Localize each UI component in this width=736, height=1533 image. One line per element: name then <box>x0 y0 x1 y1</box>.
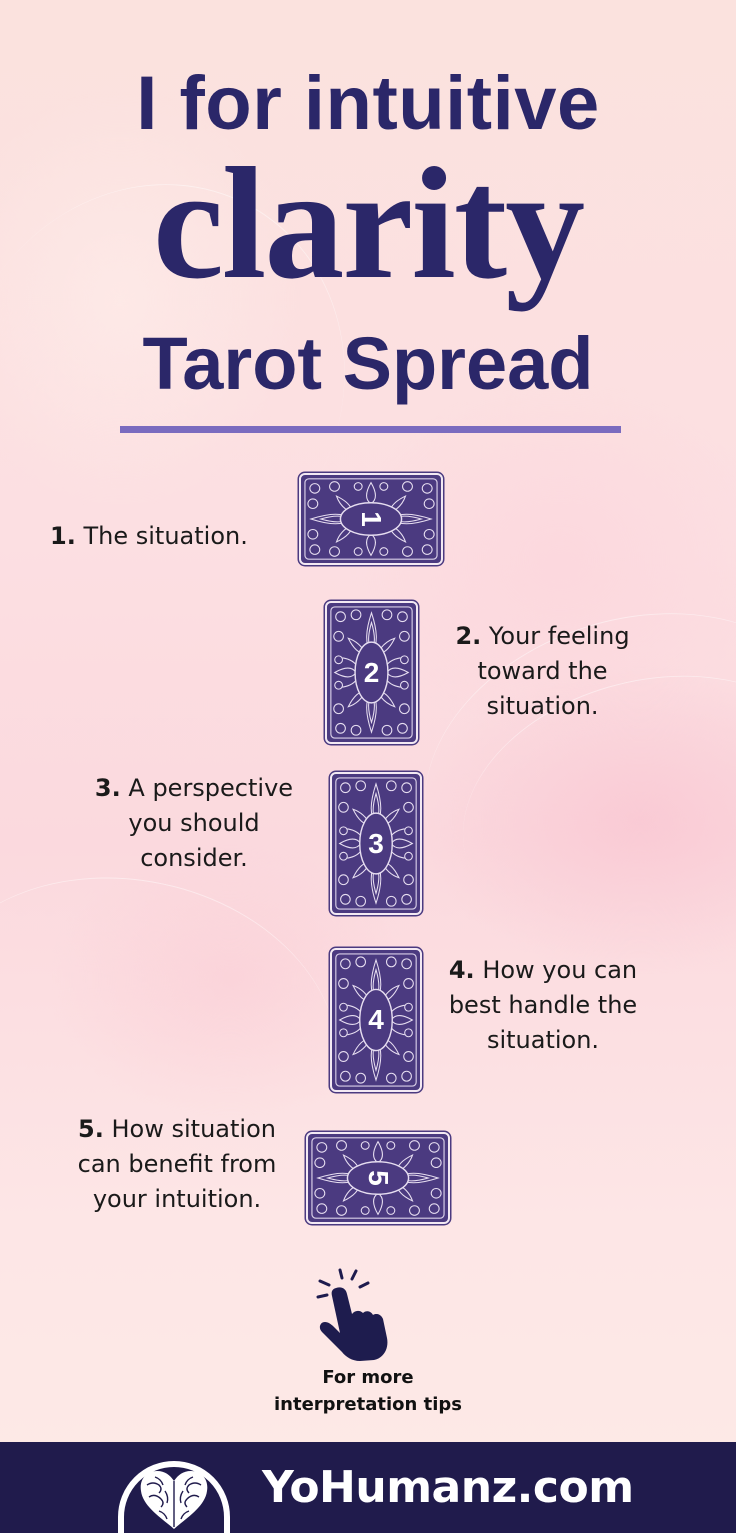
title-line-1: I for intuitive <box>136 61 600 146</box>
position-2-text-line: toward the <box>477 657 608 685</box>
card-number: 2 <box>363 656 380 688</box>
brain-heart-icon <box>118 1461 230 1533</box>
position-4-text-line: situation. <box>486 1026 600 1054</box>
position-2-number: 2. <box>455 622 482 650</box>
position-5-label: 5. How situation can benefit from your i… <box>52 1112 302 1217</box>
tarot-card-5[interactable]: 5 <box>306 1132 450 1224</box>
position-4-number: 4. <box>448 956 475 984</box>
position-3-label: 3. A perspective you should consider. <box>78 771 310 876</box>
card-number: 5 <box>363 1170 394 1186</box>
position-4-text-line: best handle the <box>448 991 638 1019</box>
title-line-3: Tarot Spread <box>142 322 594 405</box>
position-5-text-line: How situation <box>111 1115 276 1143</box>
tarot-card-3[interactable]: 3 <box>330 772 422 915</box>
title-divider <box>120 426 621 433</box>
position-1-label: 1. The situation. <box>50 519 275 554</box>
position-3-number: 3. <box>94 774 121 802</box>
cta-text[interactable]: For more interpretation tips <box>0 1364 736 1418</box>
position-3-text-line: A perspective <box>128 774 294 802</box>
card-number: 3 <box>368 827 384 859</box>
footer-bar: YoHumanz.com <box>0 1442 736 1533</box>
position-1-number: 1. <box>50 522 76 550</box>
position-2-text-line: situation. <box>486 692 599 720</box>
position-4-text-line: How you can <box>482 956 638 984</box>
tarot-card-2[interactable]: 2 <box>325 601 418 744</box>
position-3-text-line: consider. <box>140 844 248 872</box>
position-5-text-line: your intuition. <box>92 1185 262 1213</box>
position-2-text-line: Your feeling <box>488 622 630 650</box>
pointing-hand-icon[interactable] <box>312 1266 392 1362</box>
cta-line-1: For more <box>322 1367 414 1388</box>
title-line-2: clarity <box>152 134 585 312</box>
position-1-text: The situation. <box>83 522 248 550</box>
tarot-card-1[interactable]: 1 <box>299 473 443 565</box>
position-5-text-line: can benefit from <box>77 1150 277 1178</box>
position-3-text-line: you should <box>128 809 260 837</box>
position-4-label: 4. How you can best handle the situation… <box>428 953 658 1058</box>
position-5-number: 5. <box>78 1115 104 1143</box>
position-2-label: 2. Your feeling toward the situation. <box>435 619 650 724</box>
card-number: 4 <box>368 1004 384 1035</box>
card-number: 1 <box>356 511 387 527</box>
site-name-link[interactable]: YoHumanz.com <box>262 1462 634 1513</box>
tarot-card-4[interactable]: 4 <box>330 948 422 1092</box>
cta-line-2: interpretation tips <box>274 1394 462 1415</box>
